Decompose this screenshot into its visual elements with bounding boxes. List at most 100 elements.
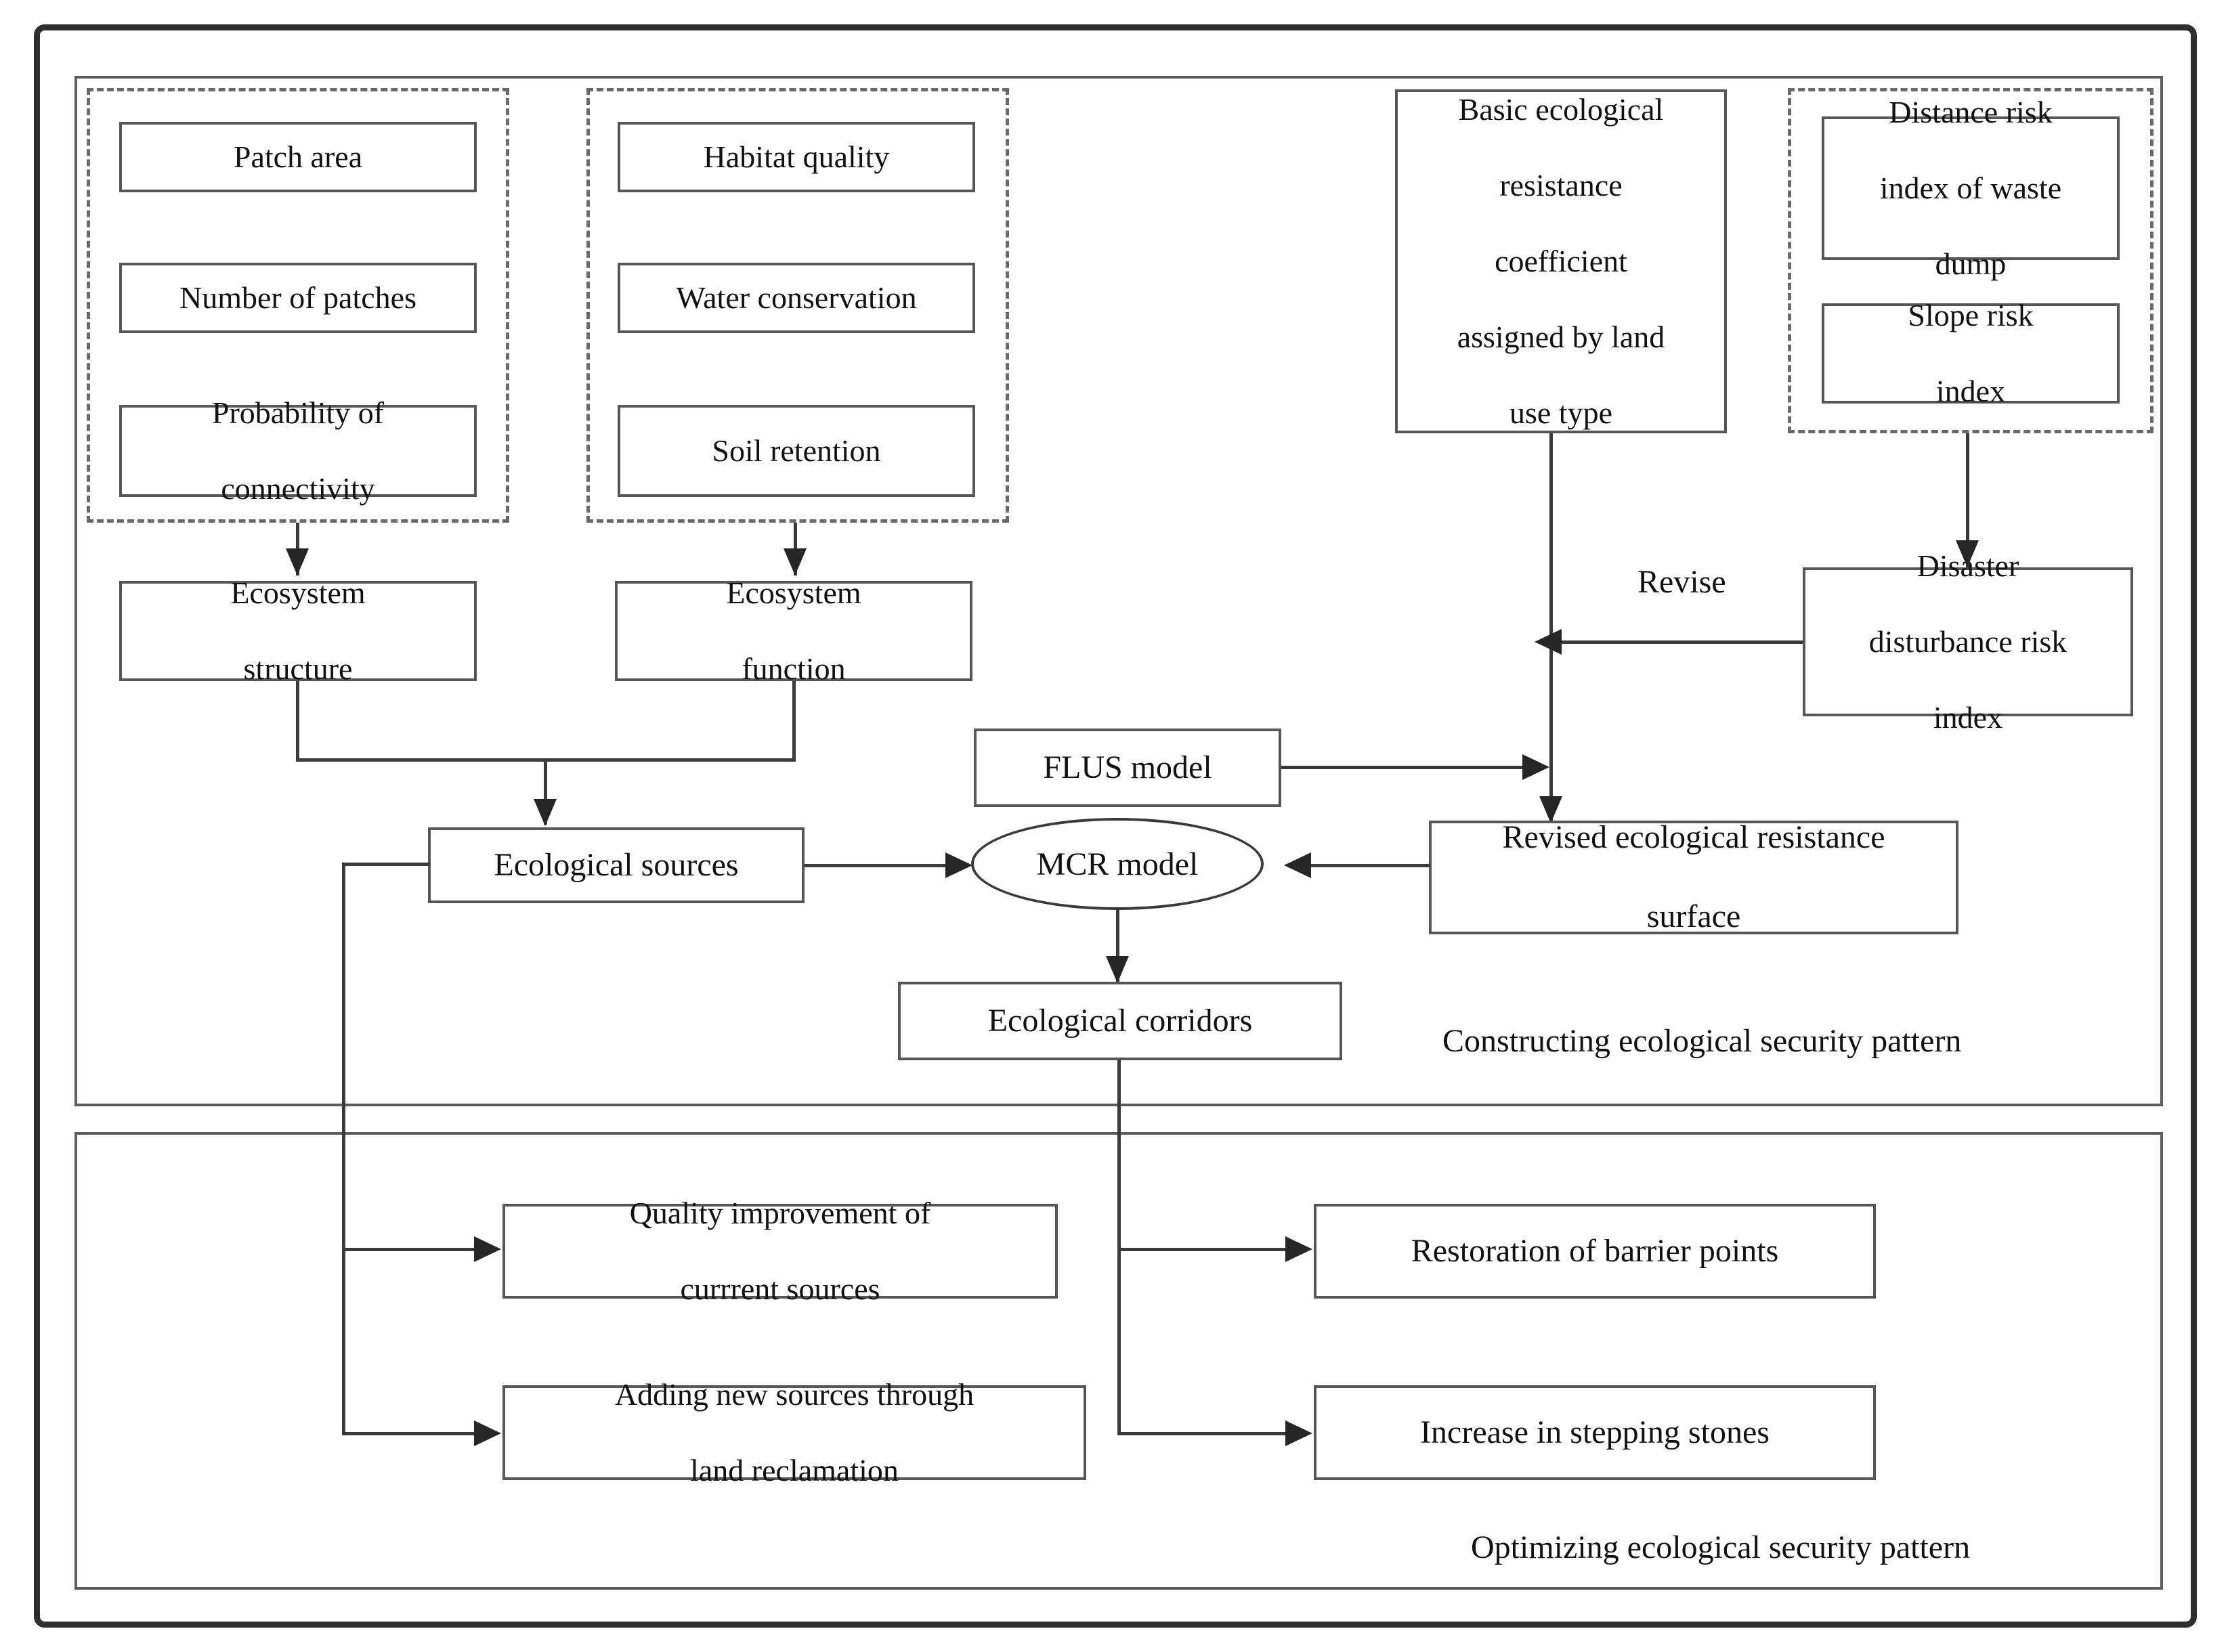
node-label: Ecological corridors [987,1002,1253,1039]
connector-bus-to-stepping-stones [1117,1432,1299,1435]
node-label-line1: Basic ecological [1458,91,1664,127]
arrowhead-bus-to-restoration-barrier [1285,1236,1312,1262]
node-mcr-model[interactable]: MCR model [971,818,1264,910]
section-label-constructing: Constructing ecological security pattern [1442,1023,1962,1059]
outer-frame [34,24,2197,1628]
node-label: Increase in stepping stones [1420,1414,1770,1450]
node-disaster-disturbance-risk-index[interactable]: Disaster disturbance risk index [1803,548,2133,735]
connector-ecological-sources-left-stub [342,863,430,866]
node-label-line1: Slope risk [1908,297,2034,332]
node-label: Ecosystem function [623,574,964,688]
connector-disaster-risk-to-resistance-bus [1558,640,1803,644]
node-restoration-of-barrier-points[interactable]: Restoration of barrier points [1314,1204,1876,1299]
arrowhead-bus-to-adding-new-sources [474,1420,501,1446]
arrowhead-structure-group-to-ecosystem-structure [286,548,309,575]
node-water-conservation[interactable]: Water conservation [618,263,975,333]
node-label-line2: index [1935,374,2006,409]
node-label-line2: surface [1646,898,1741,935]
node-probability-of-connectivity[interactable]: Probability of connectivity [119,395,477,506]
connector-merge-to-ecological-sources [544,758,547,825]
arrowhead-function-group-to-ecosystem-function [784,548,807,575]
node-label-line1: Revised ecological resistance [1502,819,1885,856]
node-label: Soil retention [712,433,881,468]
arrowhead-ecological-sources-to-mcr [945,852,972,878]
node-label: Patch area [233,139,363,174]
connector-flus-to-resistance-bus [1281,766,1525,769]
arrowhead-bus-to-stepping-stones [1285,1420,1312,1446]
node-label: Habitat quality [703,139,890,174]
arrowhead-disaster-risk-to-resistance-bus [1535,629,1562,655]
node-label-line2: index of waste [1879,170,2062,205]
node-label: Water conservation [676,280,917,315]
node-label-line5: use type [1509,395,1612,431]
arrowhead-revised-surface-to-mcr [1284,852,1311,878]
node-label-line2: structure [243,651,353,687]
connector-risk-group-to-disaster-risk [1966,433,1969,569]
node-label: FLUS model [1043,749,1212,785]
node-label-line1: Distance risk [1889,94,2053,129]
node-label: Basic ecological resistance coefficient … [1403,91,1719,433]
node-label: Ecological sources [494,846,739,883]
connector-ecosystem-structure-drop [296,681,299,761]
node-label-line2: function [742,651,846,687]
connector-mcr-to-ecological-corridors [1116,910,1119,984]
node-basic-ecological-resistance-coefficient[interactable]: Basic ecological resistance coefficient … [1395,89,1727,433]
arrowhead-bus-to-quality-improvement [474,1236,501,1262]
node-label-line2: currrent sources [680,1271,880,1307]
node-label-line4: assigned by land [1457,320,1665,355]
node-label: Slope risk index [1830,297,2112,410]
node-label-line3: index [1933,700,2003,735]
node-label: MCR model [1036,846,1199,882]
node-label: Adding new sources through land reclamat… [511,1376,1078,1490]
group-risk-indicators [1788,88,2154,433]
group-function-indicators [586,88,1009,523]
node-label-line1: Probability of [211,395,385,430]
arrowhead-risk-group-to-disaster-risk [1956,540,1979,567]
node-flus-model[interactable]: FLUS model [974,729,1281,807]
node-ecological-corridors[interactable]: Ecological corridors [898,982,1342,1060]
node-label: Quality improvement of currrent sources [511,1194,1050,1308]
node-adding-new-sources-through-land-reclamation[interactable]: Adding new sources through land reclamat… [502,1377,1086,1487]
connector-ecological-sources-to-mcr [805,864,954,867]
node-label-line2: disturbance risk [1868,624,2068,659]
node-ecological-sources[interactable]: Ecological sources [428,827,805,903]
node-number-of-patches[interactable]: Number of patches [119,263,477,333]
node-patch-area[interactable]: Patch area [119,122,477,192]
arrowhead-mcr-to-ecological-corridors [1106,956,1129,983]
section-label-optimizing: Optimizing ecological security pattern [1471,1529,1971,1565]
node-label-line1: Adding new sources through [614,1376,974,1412]
edge-label-revise: Revise [1637,564,1726,600]
connector-ecological-sources-left-bus [342,863,345,1435]
node-label: Revised ecological resistance surface [1437,818,1950,937]
node-label: Probability of connectivity [127,394,469,508]
arrowhead-merge-to-ecological-sources [534,799,557,826]
connector-bus-to-restoration-barrier [1117,1248,1299,1251]
node-habitat-quality[interactable]: Habitat quality [618,122,975,192]
group-structure-indicators [87,88,509,523]
connector-bus-to-quality-improvement [342,1248,488,1251]
node-label: Distance risk index of waste dump [1830,93,2112,284]
node-soil-retention[interactable]: Soil retention [618,405,975,497]
node-label-line2: land reclamation [690,1453,899,1488]
arrowhead-flus-to-resistance-bus [1522,754,1549,780]
node-ecosystem-function[interactable]: Ecosystem function [615,575,972,686]
node-revised-ecological-resistance-surface[interactable]: Revised ecological resistance surface [1429,818,1958,937]
node-label: Number of patches [179,280,416,315]
arrowhead-resistance-bus-to-revised-surface [1539,796,1562,823]
connector-bus-to-adding-new-sources [342,1432,488,1435]
node-slope-risk-index[interactable]: Slope risk index [1822,298,2120,408]
node-label-line1: Quality improvement of [629,1195,931,1230]
node-quality-improvement-of-current-sources[interactable]: Quality improvement of currrent sources [502,1196,1058,1306]
node-label-line3: coefficient [1495,243,1627,278]
node-label: Ecosystem structure [127,574,469,688]
node-label-line1: Ecosystem [726,575,861,610]
node-label-line1: Ecosystem [230,575,366,610]
connector-ecosystem-function-drop [792,681,796,761]
node-label: Restoration of barrier points [1411,1232,1779,1269]
node-increase-in-stepping-stones[interactable]: Increase in stepping stones [1314,1385,1876,1480]
node-ecosystem-structure[interactable]: Ecosystem structure [119,575,477,686]
node-label: Disaster disturbance risk index [1811,547,2125,737]
node-distance-risk-index-of-waste-dump[interactable]: Distance risk index of waste dump [1822,95,2120,281]
connector-revised-surface-to-mcr [1307,864,1430,867]
